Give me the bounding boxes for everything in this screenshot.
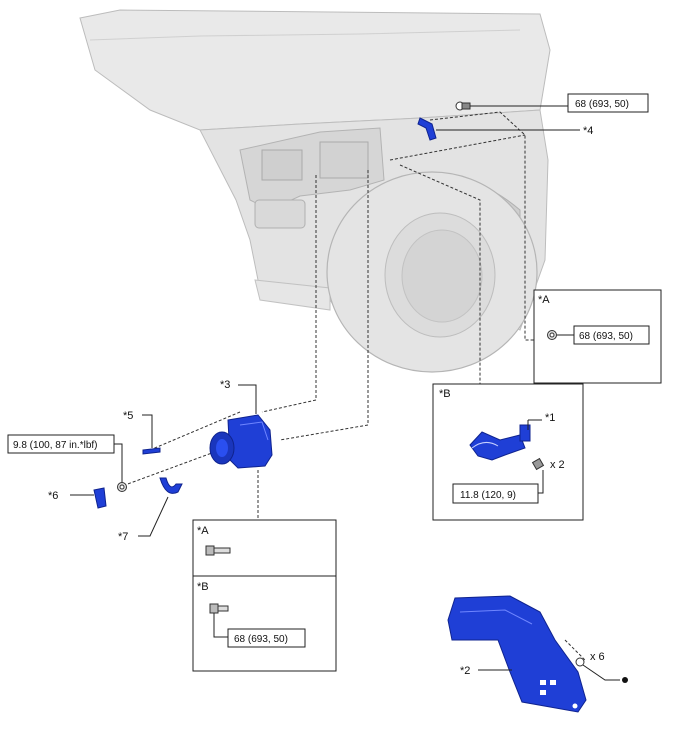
top-bolt	[455, 101, 471, 111]
inset-b-title: *B	[439, 388, 451, 400]
lower-b-torque: 68 (693, 50)	[234, 634, 288, 645]
lower-a-bolt	[205, 545, 231, 556]
part3-label: *3	[220, 379, 230, 391]
inset-b-torque-box	[452, 483, 539, 504]
left-nut	[117, 482, 127, 492]
part5-pin	[142, 447, 161, 455]
part4-label: *4	[583, 125, 593, 137]
part6-clip	[93, 487, 107, 509]
part2-label: *2	[460, 665, 470, 677]
inset-b-torque: 11.8 (120, 9)	[460, 490, 516, 501]
part7-label: *7	[118, 531, 128, 543]
inset-b-qty: x 2	[550, 459, 565, 471]
inset-a-title: *A	[538, 294, 550, 306]
inset-a-torque-box	[573, 325, 650, 345]
part7-bracket	[159, 477, 183, 494]
torque-label-left: 9.8 (100, 87 in.*lbf)	[13, 440, 98, 451]
part1-label: *1	[545, 412, 555, 424]
lower-b-torque-box	[227, 628, 306, 648]
lower-b-title: *B	[197, 581, 209, 593]
lower-inset-box	[192, 519, 337, 672]
part4-bracket	[417, 117, 437, 141]
inset-a-torque: 68 (693, 50)	[579, 331, 633, 342]
vehicle-illustration	[79, 9, 551, 373]
part2-bullet	[622, 677, 628, 683]
part2-shield	[447, 595, 587, 713]
part3-housing	[209, 414, 273, 469]
inset-b-bolt	[531, 457, 545, 471]
part2-qty: x 6	[590, 651, 605, 663]
inset-a-nut	[547, 330, 557, 340]
torque-box-top	[567, 93, 649, 113]
lower-a-title: *A	[197, 525, 209, 537]
part5-label: *5	[123, 410, 133, 422]
part2-clip	[575, 657, 585, 667]
part1-sensor	[469, 424, 531, 461]
torque-label-top: 68 (693, 50)	[575, 99, 629, 110]
part6-label: *6	[48, 490, 58, 502]
